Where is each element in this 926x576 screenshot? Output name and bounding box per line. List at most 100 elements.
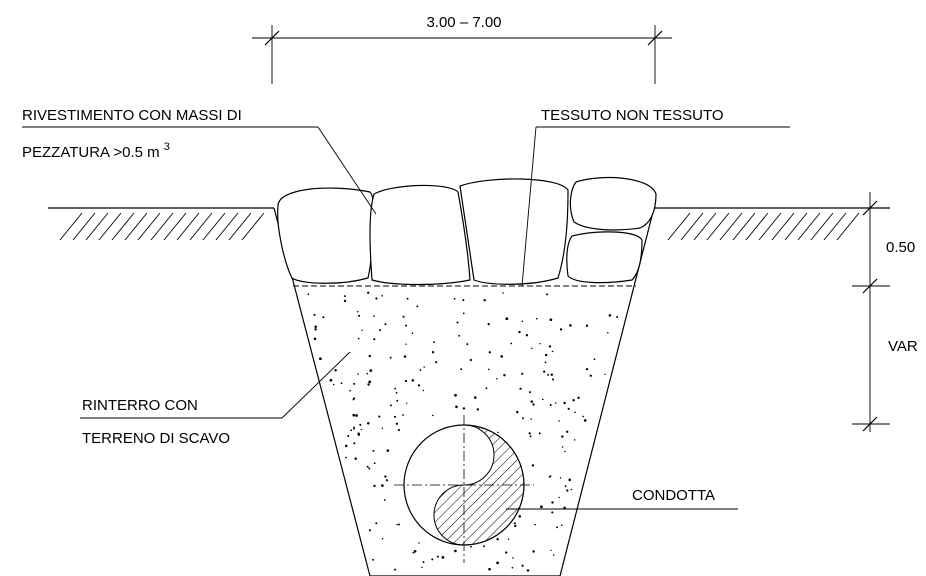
stipple-dot <box>368 354 371 358</box>
soil-hatch-stroke <box>680 212 704 241</box>
stipple-dot <box>394 568 397 571</box>
stipple-dot <box>394 387 397 390</box>
stipple-dot <box>518 330 521 334</box>
stipple-dot <box>551 350 554 353</box>
stipple-dot <box>540 505 543 509</box>
stipple-dot <box>357 433 361 437</box>
stipple-dot <box>379 329 382 332</box>
stipple-dot <box>359 423 362 426</box>
soil-hatch-stroke <box>719 212 743 241</box>
stipple-dot <box>417 384 421 387</box>
stipple-dot <box>607 332 609 334</box>
stipple-dot <box>422 561 425 564</box>
stipple-dot <box>368 467 371 470</box>
stipple-dot <box>505 551 508 554</box>
top-width-dimension: 3.00 – 7.00 <box>252 14 672 84</box>
stipple-dot <box>500 355 504 358</box>
soil-hatch-stroke <box>823 212 847 241</box>
stipple-dot <box>352 413 356 417</box>
stipple-dot <box>514 524 517 528</box>
stipple-dot <box>385 479 388 482</box>
stipple-dot <box>418 542 420 544</box>
stipple-dot <box>483 299 486 302</box>
stipple-dot <box>373 315 375 317</box>
stipple-dot <box>375 522 378 525</box>
stipple-dot <box>485 387 488 390</box>
stipple-dot <box>563 401 566 405</box>
stipple-dot <box>402 315 405 318</box>
stipple-dot <box>354 457 357 460</box>
stipple-dot <box>453 298 456 300</box>
soil-hatch-stroke <box>732 212 756 241</box>
stipple-dot <box>344 444 348 448</box>
stipple-dot <box>535 317 538 320</box>
stipple-dot <box>402 414 404 416</box>
stipple-dot <box>616 315 619 319</box>
soil-hatch-stroke <box>693 212 717 241</box>
stipple-dot <box>373 484 376 488</box>
stipple-dot <box>531 347 533 350</box>
stipple-dot <box>343 299 347 303</box>
stipple-dot <box>558 420 560 422</box>
soil-hatch-stroke <box>758 212 782 241</box>
stipple-dot <box>395 422 399 425</box>
stipple-dot <box>497 431 499 434</box>
soil-hatch-stroke <box>784 212 808 241</box>
stipple-dot <box>496 561 499 565</box>
stipple-dot <box>422 389 425 392</box>
stipple-dot <box>367 422 370 425</box>
stipple-dot <box>561 446 564 448</box>
stipple-dot <box>568 478 572 482</box>
stipple-dot <box>381 427 384 430</box>
soil-hatch-stroke <box>706 212 730 241</box>
stipple-dot <box>585 367 589 371</box>
stipple-dot <box>564 485 567 488</box>
stipple-dot <box>552 554 555 556</box>
stipple-dot <box>460 368 463 371</box>
stipple-dot <box>496 377 498 380</box>
stipple-dot <box>347 435 350 437</box>
vertical-dimension: 0.50 VAR <box>852 192 918 432</box>
stipple-dot <box>360 428 363 431</box>
stipple-dot <box>510 342 513 345</box>
stipple-dot <box>441 556 445 559</box>
stipple-dot <box>526 569 530 572</box>
stipple-dot <box>431 558 434 561</box>
stipple-dot <box>353 397 356 400</box>
stipple-dot <box>502 292 504 294</box>
pipe <box>394 415 534 563</box>
stipple-dot <box>496 538 499 541</box>
stipple-dot <box>454 393 457 397</box>
boulder <box>277 187 375 284</box>
stipple-dot <box>340 382 343 385</box>
stipple-dot <box>589 374 592 377</box>
stipple-dot <box>559 477 562 479</box>
stipple-dot <box>521 320 524 323</box>
stipple-dot <box>307 293 310 296</box>
stipple-dot <box>566 430 569 433</box>
soil-hatch-stroke <box>810 212 834 241</box>
stipple-dot <box>573 439 576 441</box>
stipple-dot <box>378 415 381 418</box>
variable-depth-label: VAR <box>888 338 918 355</box>
stipple-dot <box>488 567 491 571</box>
stipple-dot <box>470 545 472 548</box>
stipple-dot <box>545 353 548 357</box>
soil-hatch-stroke <box>745 212 769 241</box>
boulder <box>569 176 657 231</box>
stipple-dot <box>516 410 519 414</box>
stipple-dot <box>488 351 491 354</box>
soil-hatch-stroke <box>836 212 860 241</box>
stipple-dot <box>431 351 435 354</box>
stipple-dot <box>389 356 392 359</box>
stipple-dot <box>411 379 415 382</box>
soil-hatch-stroke <box>797 212 821 241</box>
stipple-dot <box>404 379 408 383</box>
stipple-dot <box>389 404 392 407</box>
stipple-dot <box>345 456 347 459</box>
stipple-dot <box>574 411 576 414</box>
stipple-dot <box>476 408 479 411</box>
stipple-dot <box>532 403 535 406</box>
stipple-dot <box>349 389 351 392</box>
